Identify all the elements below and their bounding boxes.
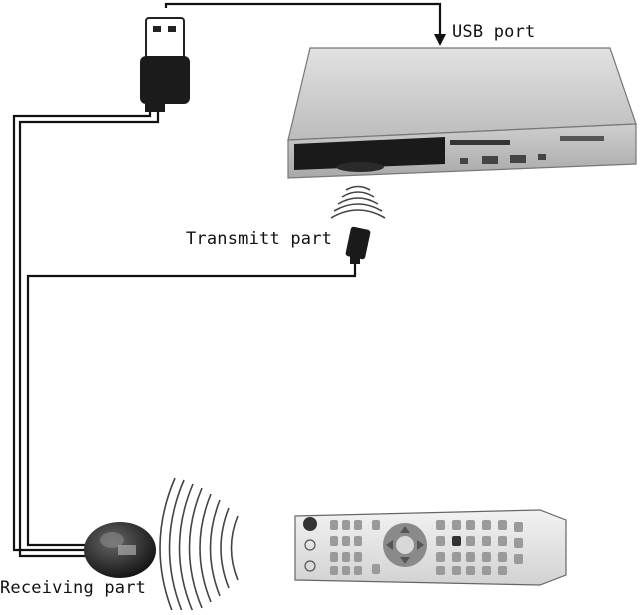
usb-arrow-icon [434,34,446,46]
remote-control-icon [294,509,567,586]
transmitter-waves [330,185,386,219]
ir-transmitter-icon [345,226,371,264]
usb-dongle-icon [140,17,190,112]
remote-waves [159,477,239,615]
usb-cable [164,2,442,40]
receiver-cable-outer [12,110,152,552]
set-top-box-icon [287,47,637,179]
receiving-part-label: Receiving part [0,578,147,598]
front-display-panel [294,137,445,170]
receiver-cable-inner [18,110,160,558]
transmit-part-label: Transmitt part [186,229,333,249]
transmitter-cable [26,262,357,547]
ir-receiver-icon [84,522,156,578]
cable-lines [12,2,442,558]
usb-port-label: USB port [452,22,536,42]
